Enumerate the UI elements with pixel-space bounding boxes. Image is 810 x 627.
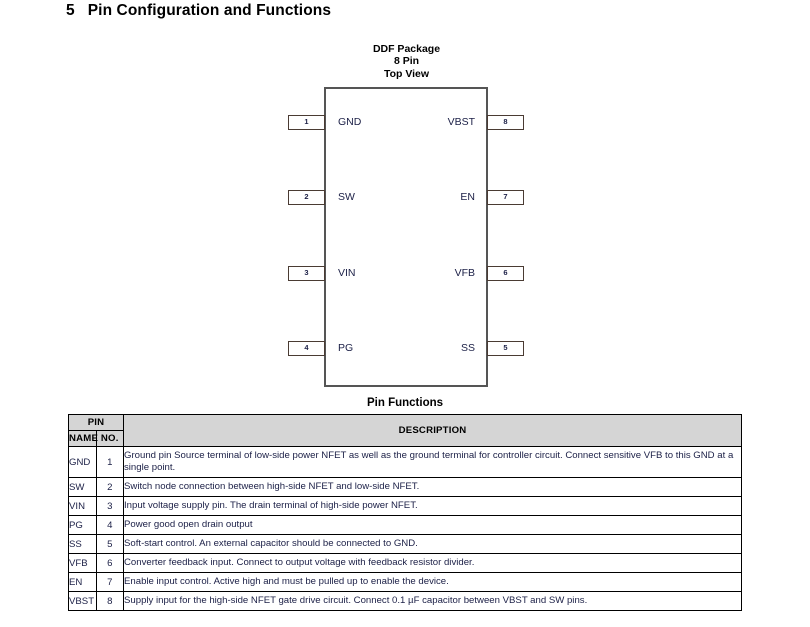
pin-row: 3 VIN VFB 6: [0, 266, 810, 282]
pin-functions-caption: Pin Functions: [366, 397, 444, 409]
pin-lead-1: 1: [288, 115, 325, 130]
header-pin-number: NO.: [95, 430, 124, 447]
cell-pin-name: VFB: [68, 553, 97, 573]
table-row: VBST 8 Supply input for the high-side NF…: [68, 591, 742, 611]
section-title: Pin Configuration and Functions: [87, 2, 332, 19]
cell-pin-name: VIN: [68, 496, 97, 516]
pin-lead-7: 7: [487, 190, 524, 205]
table-row: GND 1 Ground pin Source terminal of low-…: [68, 446, 742, 478]
package-body-outline: [324, 87, 488, 387]
cell-pin-description: Enable input control. Active high and mu…: [123, 572, 742, 592]
pin-label-en: EN: [460, 191, 475, 203]
pin-row: 2 SW EN 7: [0, 190, 810, 206]
cell-pin-number: 4: [95, 515, 124, 535]
pin-label-vin: VIN: [338, 267, 356, 279]
pin-lead-4: 4: [288, 341, 325, 356]
table-row: EN 7 Enable input control. Active high a…: [68, 572, 742, 592]
pin-label-gnd: GND: [338, 116, 362, 128]
package-pinout-diagram: DDF Package 8 Pin Top View 1 GND VBST 8 …: [0, 43, 810, 387]
cell-pin-description: Ground pin Source terminal of low-side p…: [123, 446, 742, 478]
pin-lead-2: 2: [288, 190, 325, 205]
header-description: DESCRIPTION: [123, 414, 742, 447]
pin-label-ss: SS: [460, 342, 475, 354]
cell-pin-description: Converter feedback input. Connect to out…: [123, 553, 742, 573]
table-body: GND 1 Ground pin Source terminal of low-…: [68, 446, 742, 611]
cell-pin-name: EN: [68, 572, 97, 592]
cell-pin-number: 6: [95, 553, 124, 573]
cell-pin-number: 1: [95, 446, 124, 478]
pin-label-pg: PG: [338, 342, 354, 354]
cell-pin-description: Supply input for the high-side NFET gate…: [123, 591, 742, 611]
cell-pin-description: Soft-start control. An external capacito…: [123, 534, 742, 554]
table-row: PG 4 Power good open drain output: [68, 515, 742, 535]
table-header-row-group: PIN DESCRIPTION: [68, 414, 742, 447]
header-pin-group: PIN: [68, 414, 124, 431]
cell-pin-description: Power good open drain output: [123, 515, 742, 535]
table-row: SS 5 Soft-start control. An external cap…: [68, 534, 742, 554]
pin-label-sw: SW: [338, 191, 355, 203]
cell-pin-name: SS: [68, 534, 97, 554]
pin-row: 1 GND VBST 8: [0, 115, 810, 131]
pin-label-vfb: VFB: [454, 267, 475, 279]
pin-lead-3: 3: [288, 266, 325, 281]
table-row: VIN 3 Input voltage supply pin. The drai…: [68, 496, 742, 516]
cell-pin-number: 2: [95, 477, 124, 497]
pin-lead-8: 8: [487, 115, 524, 130]
cell-pin-description: Switch node connection between high-side…: [123, 477, 742, 497]
cell-pin-description: Input voltage supply pin. The drain term…: [123, 496, 742, 516]
header-pin-name: NAME: [68, 430, 98, 447]
page-title: 5 Pin Configuration and Functions: [66, 2, 331, 20]
package-title-block: DDF Package 8 Pin Top View: [325, 43, 488, 80]
cell-pin-number: 7: [95, 572, 124, 592]
pin-lead-6: 6: [487, 266, 524, 281]
pin-row: 4 PG SS 5: [0, 341, 810, 357]
pin-functions-table: PIN DESCRIPTION NAME NO. GND 1 Ground pi…: [68, 414, 742, 611]
cell-pin-name: SW: [68, 477, 97, 497]
cell-pin-name: VBST: [68, 591, 97, 611]
package-name: DDF Package: [372, 43, 441, 55]
table-row: VFB 6 Converter feedback input. Connect …: [68, 553, 742, 573]
cell-pin-number: 8: [95, 591, 124, 611]
pin-label-vbst: VBST: [447, 116, 475, 128]
package-pin-count: 8 Pin: [393, 55, 420, 68]
cell-pin-number: 3: [95, 496, 124, 516]
cell-pin-number: 5: [95, 534, 124, 554]
table-head: PIN DESCRIPTION NAME NO.: [68, 414, 742, 447]
table-row: SW 2 Switch node connection between high…: [68, 477, 742, 497]
pin-lead-5: 5: [487, 341, 524, 356]
section-number: 5: [66, 2, 75, 19]
package-view: Top View: [383, 67, 430, 80]
cell-pin-name: GND: [68, 446, 97, 478]
cell-pin-name: PG: [68, 515, 97, 535]
